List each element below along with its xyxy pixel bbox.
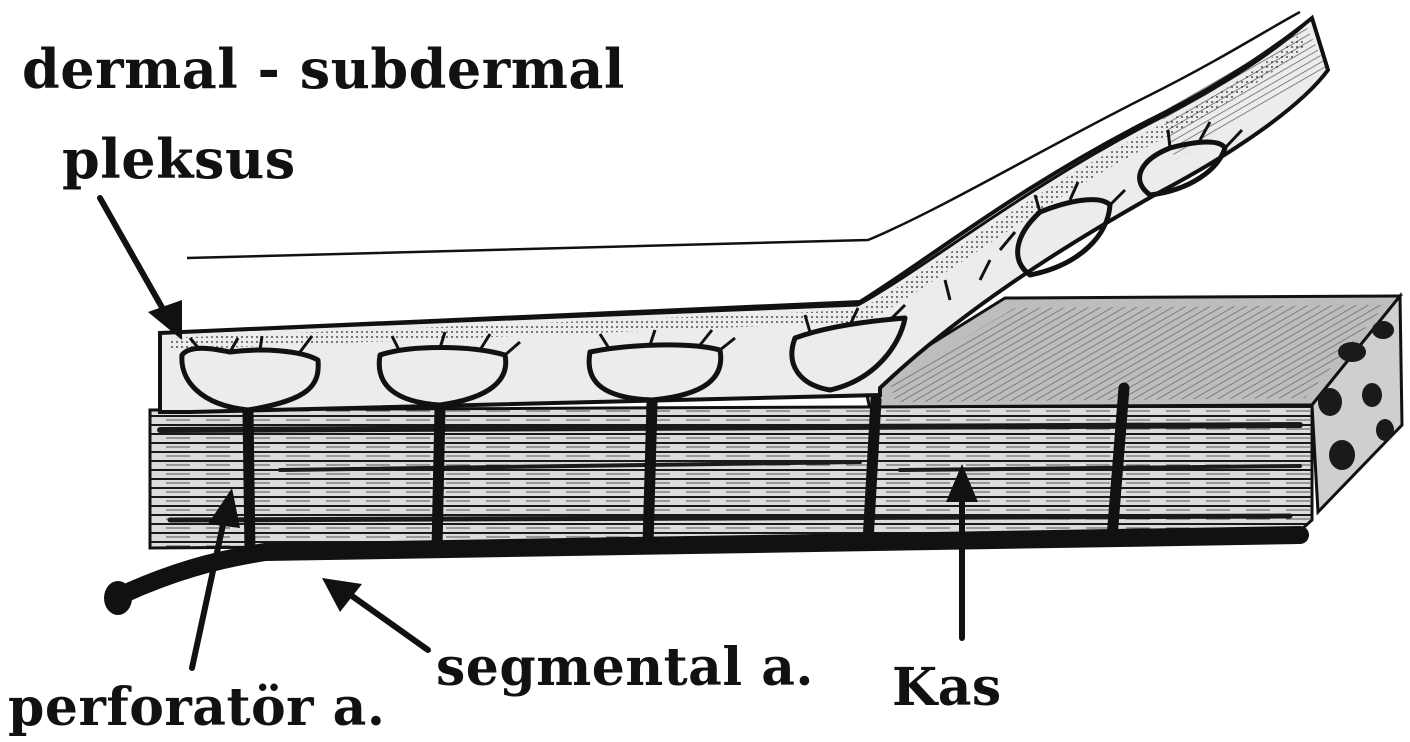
perforator-vessel	[248, 412, 250, 552]
dermal-subdermal-label: dermal - subdermal	[22, 42, 625, 96]
segmental-artery-cut-end	[104, 581, 132, 615]
muscle-label: Kas	[892, 662, 1002, 714]
plexus-label: pleksus	[62, 132, 296, 186]
segmental-artery	[104, 535, 1300, 615]
arrow-segmental	[322, 578, 428, 650]
perforator-vessel	[437, 408, 440, 548]
segmental-artery-label: segmental a.	[436, 642, 814, 694]
perforator-vessel	[648, 403, 652, 545]
arrow-dermal-plexus	[100, 198, 182, 340]
perforator-artery-label: perforatör a.	[8, 682, 385, 734]
segmental-artery-vessel	[115, 535, 1300, 598]
